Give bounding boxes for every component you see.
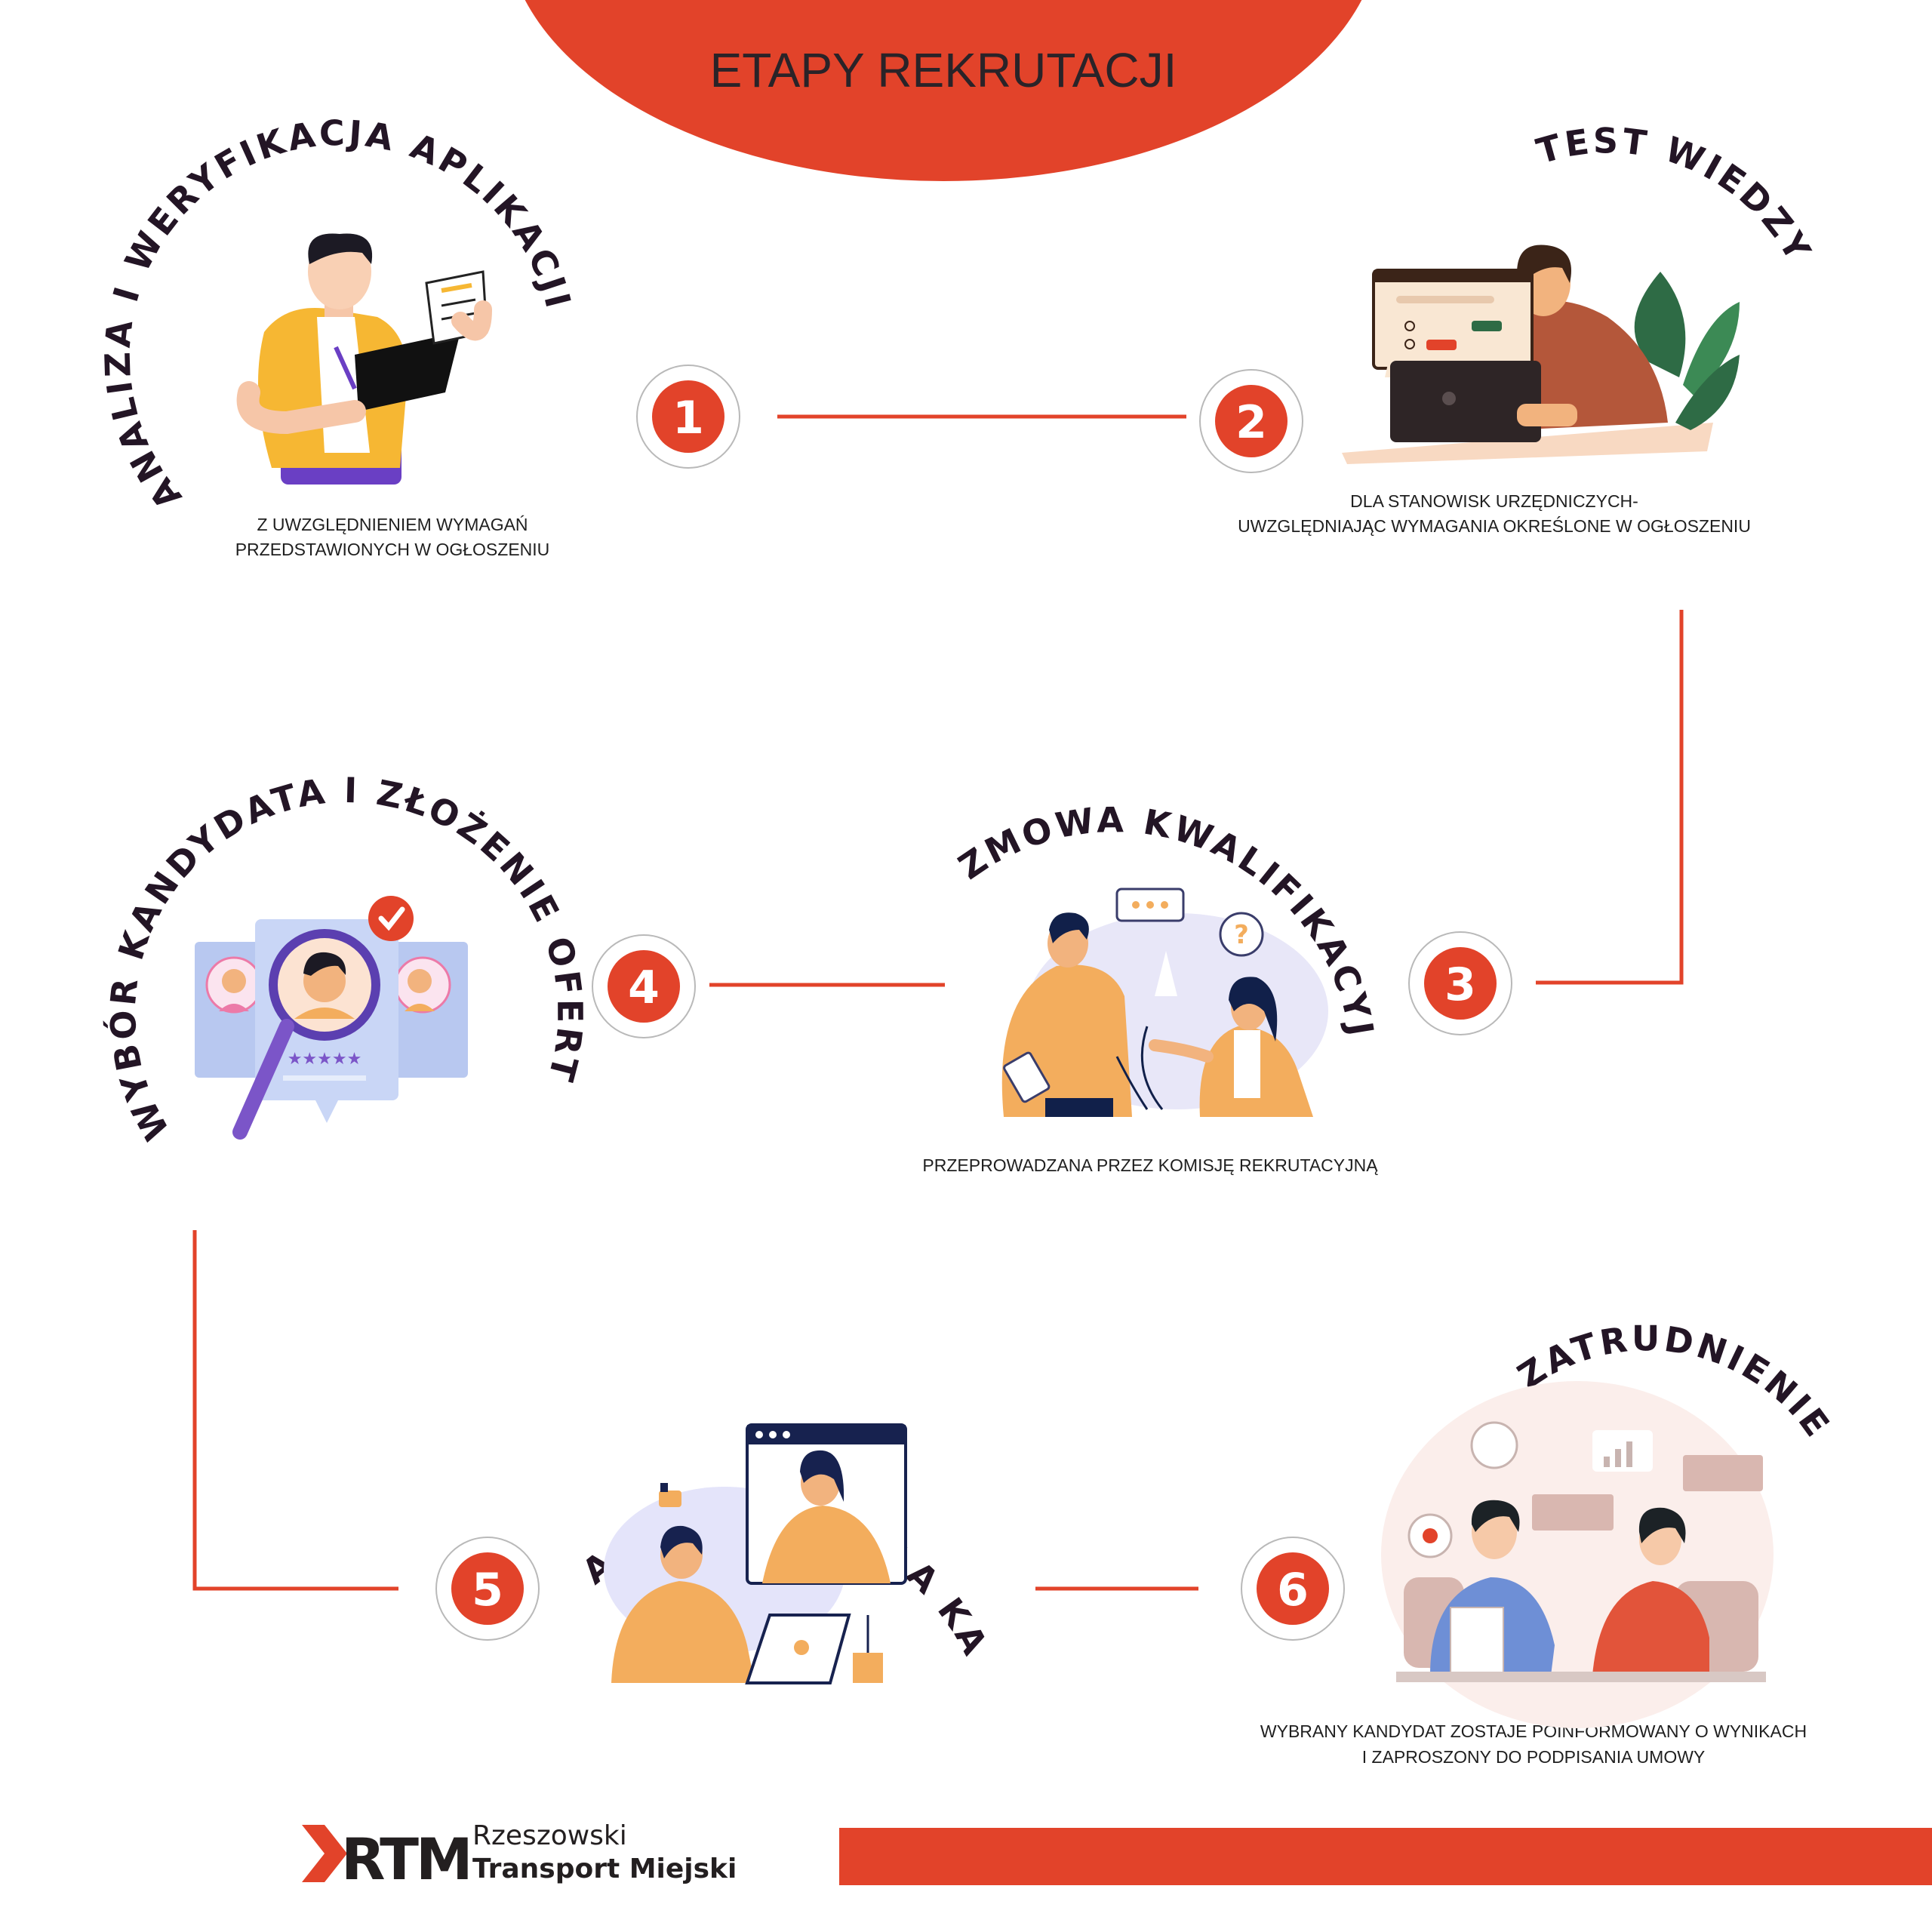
svg-text:PRZEPROWADZANA PRZEZ KOMISJĘ R: PRZEPROWADZANA PRZEZ KOMISJĘ REKRUTACYJN… <box>922 1155 1378 1175</box>
svg-text:DLA STANOWISK URZĘDNICZYCH-: DLA STANOWISK URZĘDNICZYCH- <box>1350 491 1638 511</box>
connector-4-5 <box>192 1230 398 1591</box>
connector-2-3 <box>1536 610 1684 985</box>
step-badge-1: 1 <box>636 365 740 469</box>
person-checking-document-icon <box>236 233 492 485</box>
header-semicircle <box>525 0 1362 181</box>
svg-text:Z UWZGLĘDNIENIEM WYMAGAŃ: Z UWZGLĘDNIENIEM WYMAGAŃ <box>257 515 528 534</box>
step-badge-4: 4 <box>592 934 696 1038</box>
logo-line1: Rzeszowski <box>472 1820 627 1851</box>
candidate-search-icon: ★★★★★ <box>195 896 468 1140</box>
step-description-3: PRZEPROWADZANA PRZEZ KOMISJĘ REKRUTACYJN… <box>922 1155 1378 1175</box>
video-call-feedback-icon <box>604 1423 907 1684</box>
svg-text:WYBRANY KANDYDAT ZOSTAJE POINF: WYBRANY KANDYDAT ZOSTAJE POINFORMOWANY O… <box>1260 1721 1807 1741</box>
step-title-2: TEST WIEDZY <box>1532 120 1820 270</box>
svg-text:I ZAPROSZONY DO PODPISANIA UMO: I ZAPROSZONY DO PODPISANIA UMOWY <box>1362 1747 1706 1767</box>
step-description-1: Z UWZGLĘDNIENIEM WYMAGAŃ PRZEDSTAWIONYCH… <box>235 515 550 559</box>
svg-text:UWZGLĘDNIAJĄC WYMAGANIA OKREŚL: UWZGLĘDNIAJĄC WYMAGANIA OKREŚLONE W OGŁO… <box>1238 515 1751 536</box>
logo-line2: Transport Miejski <box>472 1854 737 1884</box>
svg-text:★★★★★: ★★★★★ <box>288 1050 362 1069</box>
process-connectors <box>192 414 1684 1591</box>
page-title: ETAPY REKRUTACJI <box>710 43 1177 97</box>
step-number: 5 <box>472 1564 503 1617</box>
step-number: 4 <box>628 961 660 1014</box>
logo-chevron-icon <box>302 1825 347 1882</box>
step-description-2: DLA STANOWISK URZĘDNICZYCH- UWZGLĘDNIAJĄ… <box>1238 491 1751 536</box>
rtm-logo: RTM Rzeszowski Transport Miejski <box>302 1820 737 1893</box>
step-badge-3: 3 <box>1408 931 1512 1035</box>
step-number: 3 <box>1444 958 1476 1011</box>
job-meeting-icon <box>1381 1381 1774 1728</box>
step-number: 1 <box>672 392 704 445</box>
step-badge-6: 6 <box>1241 1537 1345 1641</box>
header-banner: ETAPY REKRUTACJI <box>525 0 1362 181</box>
svg-text:PRZEDSTAWIONYCH W OGŁOSZENIU: PRZEDSTAWIONYCH W OGŁOSZENIU <box>235 540 550 559</box>
footer: RTM Rzeszowski Transport Miejski <box>302 1820 1932 1893</box>
step-number: 6 <box>1277 1564 1309 1617</box>
svg-text:?: ? <box>1234 920 1249 950</box>
logo-mark: RTM <box>341 1826 470 1893</box>
step-description-6: WYBRANY KANDYDAT ZOSTAJE POINFORMOWANY O… <box>1260 1721 1807 1767</box>
footer-accent-bar <box>839 1828 1932 1885</box>
interview-conversation-icon: ? <box>1001 888 1328 1117</box>
step-badge-5: 5 <box>435 1537 540 1641</box>
step-badge-2: 2 <box>1199 369 1303 473</box>
step-title-3: ROZMOWA KWALIFIKACYJNA <box>0 0 1382 1041</box>
person-taking-online-test-icon <box>1342 245 1740 464</box>
step-number: 2 <box>1235 396 1267 449</box>
